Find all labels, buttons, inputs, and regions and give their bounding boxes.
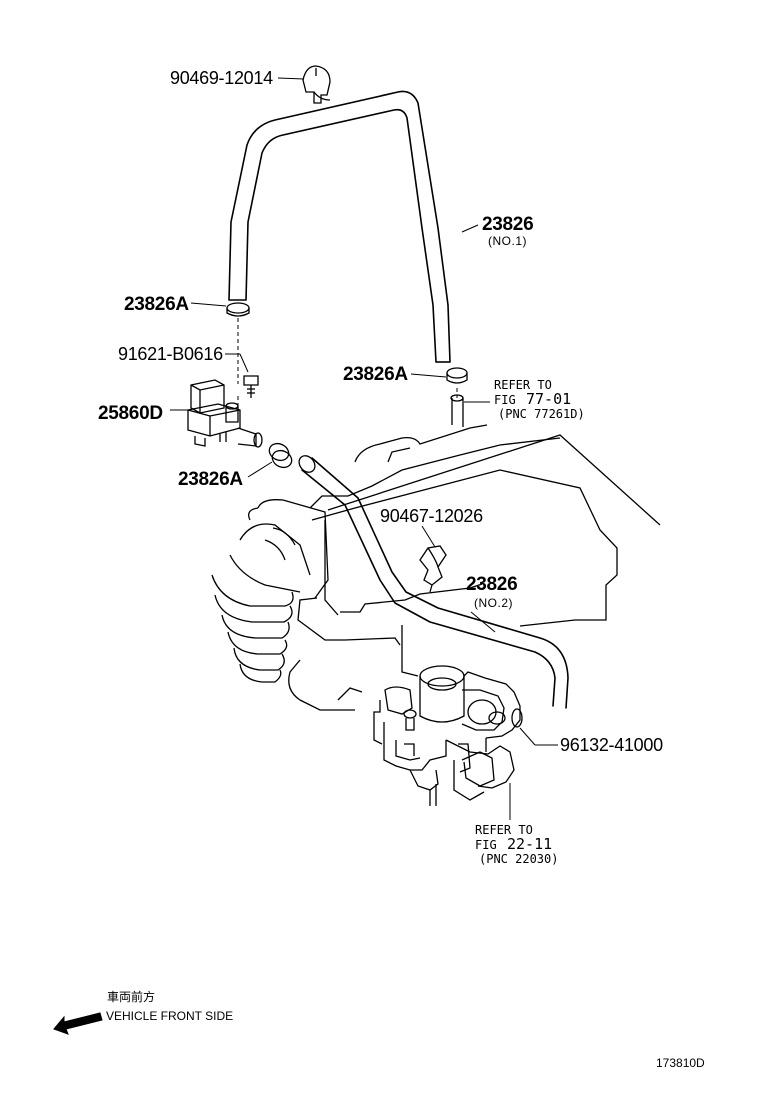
- ref1-line1: REFER TO: [494, 378, 552, 392]
- label-clamp-a1: 23826A: [124, 294, 189, 315]
- ref2-line1: REFER TO: [475, 823, 533, 837]
- clamp-a3-icon: [268, 442, 293, 469]
- air-intake-bellows: [211, 499, 329, 683]
- clamp-a2-icon: [446, 367, 468, 384]
- label-hose-no1-sub: (NO.1): [488, 234, 527, 248]
- clamp-a1-icon: [226, 302, 250, 317]
- label-vsv: 25860D: [98, 403, 163, 424]
- label-bolt: 91621-B0616: [118, 344, 223, 364]
- ref1-line3: (PNC 77261D): [498, 407, 585, 421]
- label-clamp-a2: 23826A: [343, 364, 408, 385]
- label-clip-top: 90469-12014: [170, 68, 273, 88]
- ref2-line3: (PNC 22030): [479, 852, 558, 866]
- label-hose-no2: 23826: [466, 574, 517, 595]
- hose-no1: [228, 90, 451, 363]
- ref1-line2-num: 77-01: [526, 390, 571, 408]
- bolt-icon: [243, 375, 259, 398]
- diagram-id: 173810D: [656, 1056, 705, 1070]
- label-clamp-a3: 23826A: [178, 469, 243, 490]
- ref2-line2-prefix: FIG: [475, 838, 497, 852]
- hose-no2: [298, 455, 569, 709]
- label-hose-no1: 23826: [482, 214, 533, 235]
- orientation-jp: 車両前方: [107, 989, 155, 1004]
- label-clip-mid: 90467-12026: [380, 506, 483, 526]
- orientation-en: VEHICLE FRONT SIDE: [106, 1009, 233, 1023]
- ref2-line2-num: 22-11: [507, 835, 552, 853]
- ref1-line2-prefix: FIG: [494, 393, 516, 407]
- pipe-ref1: [450, 394, 464, 427]
- vsv-valve-icon: [187, 379, 263, 448]
- clip-mid-icon: [419, 545, 447, 593]
- engine-outline: [288, 424, 661, 711]
- front-arrow-icon: [53, 1012, 103, 1035]
- throttle-body-icon: [373, 665, 523, 806]
- clip-top-icon: [302, 65, 331, 104]
- label-gasket: 96132-41000: [560, 735, 663, 755]
- label-hose-no2-sub: (NO.2): [474, 596, 513, 610]
